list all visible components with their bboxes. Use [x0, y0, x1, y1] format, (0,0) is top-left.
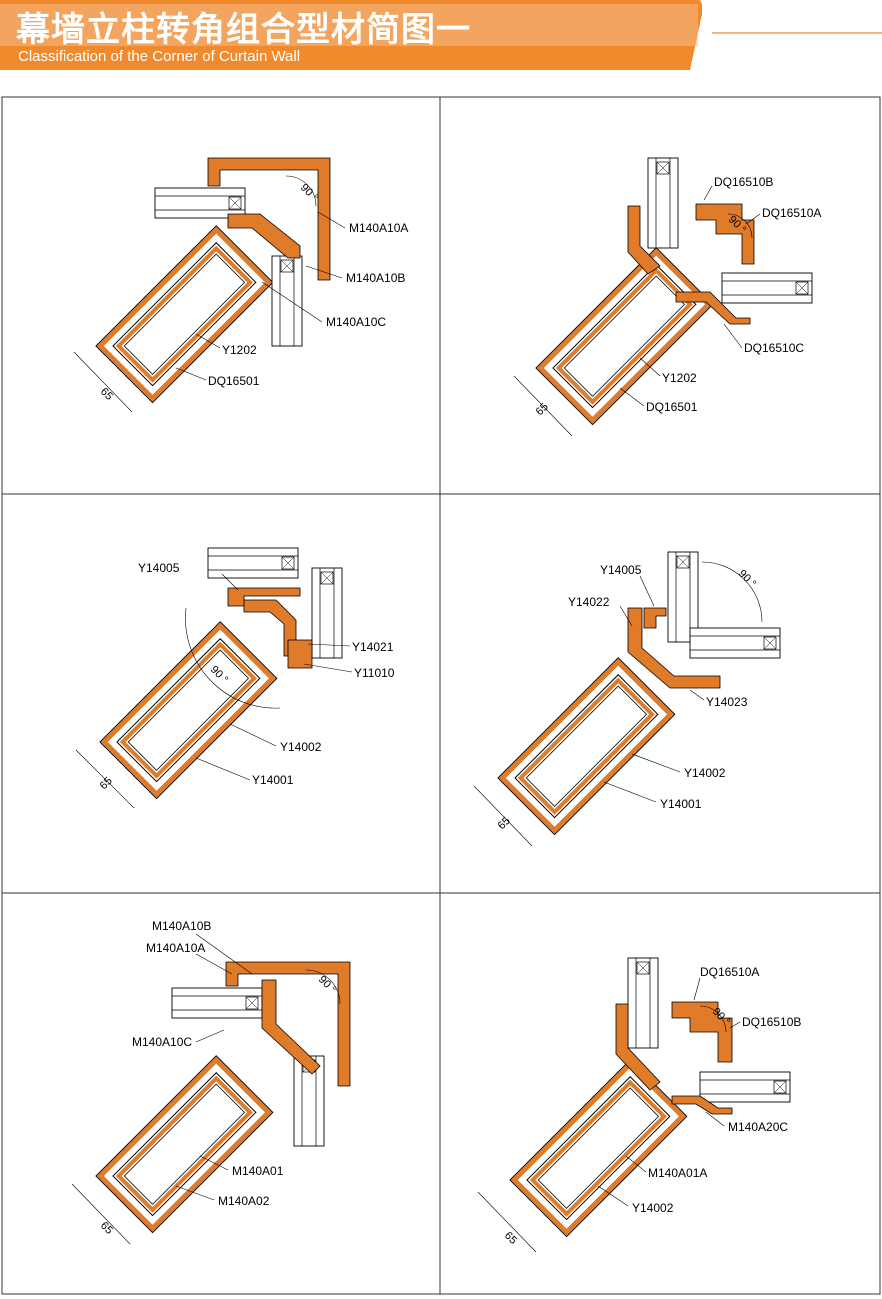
panel-4-label-3: Y14023 — [706, 695, 748, 709]
panel-3-mullion — [100, 622, 277, 799]
panel-5-label-1: M140A10B — [152, 919, 211, 933]
panel-2-dimension: 65 — [534, 401, 551, 418]
panel-1-angle: 90 ° — [298, 182, 320, 204]
panel-4-dimension: 65 — [496, 815, 513, 832]
panel-1: 90 ° M140A10A M140A10B M140A10C Y1202 DQ… — [73, 157, 408, 413]
panel-3-label-3: Y11010 — [354, 666, 395, 680]
panel-5-angle: 90 ° — [316, 974, 338, 996]
panel-1-adaptor — [227, 213, 301, 259]
outer-frame — [1, 96, 881, 1295]
panel-6-label-2: DQ16510B — [742, 1015, 801, 1029]
panel-3-clip — [287, 639, 313, 669]
panel-3: 90 ° Y14005 Y14021 Y11010 Y14002 Y14001 … — [75, 547, 395, 809]
panel-2-adaptor — [627, 205, 661, 275]
panel-6-adaptor — [615, 1003, 661, 1091]
panel-5: 90 ° M140A10B M140A10A M140A10C M140A01 … — [71, 919, 351, 1245]
panel-5-dimension: 65 — [98, 1220, 115, 1237]
diagram-grid: 90 ° M140A10A M140A10B M140A10C Y1202 DQ… — [1, 96, 881, 1295]
page-title: 幕墙立柱转角组合型材简图一 — [16, 10, 471, 50]
panel-6-glass-vertical — [627, 957, 659, 1049]
panel-2-cover — [675, 291, 751, 325]
panel-3-label-4: Y14002 — [280, 740, 322, 754]
panel-2: 90 ° DQ16510B DQ16510A DQ16510C Y1202 DQ… — [513, 157, 821, 437]
panel-3-cap — [227, 587, 301, 607]
panel-3-dimension: 65 — [98, 775, 115, 792]
panel-2-label-3: DQ16510C — [744, 341, 804, 355]
panel-2-glass-vertical — [647, 157, 679, 249]
panel-1-label-5: DQ16501 — [208, 374, 260, 388]
panel-5-label-4: M140A01 — [232, 1164, 284, 1178]
panel-6-label-1: DQ16510A — [700, 965, 759, 979]
panel-2-mullion — [536, 248, 713, 425]
panel-4-label-2: Y14022 — [568, 595, 610, 609]
panel-2-glass-horizontal — [721, 272, 813, 304]
banner-shape — [0, 0, 882, 70]
panel-4-glass-horizontal — [689, 627, 781, 659]
panel-6: 90 ° DQ16510A DQ16510B M140A20C M140A01A… — [477, 957, 801, 1253]
panel-5-corner-profile — [225, 961, 351, 1087]
panel-4: 90 ° Y14005 Y14022 Y14023 Y14002 Y14001 … — [473, 551, 781, 847]
panel-5-glass-horizontal — [171, 987, 263, 1019]
panel-5-label-2: M140A10A — [146, 941, 205, 955]
panel-2-corner-profile — [695, 203, 755, 265]
panel-4-label-5: Y14001 — [660, 797, 702, 811]
panel-4-cap — [643, 607, 667, 629]
panel-3-label-5: Y14001 — [252, 773, 294, 787]
panel-6-glass-horizontal — [699, 1071, 791, 1103]
panel-5-label-3: M140A10C — [132, 1035, 192, 1049]
panel-6-label-4: M140A01A — [648, 1166, 707, 1180]
panel-1-corner-profile — [207, 157, 331, 281]
panel-6-corner-profile — [671, 1001, 733, 1063]
panel-4-angle: 90 ° — [736, 568, 758, 590]
panel-5-adaptor — [261, 979, 321, 1075]
panel-1-label-3: M140A10C — [326, 315, 386, 329]
panel-2-label-2: DQ16510A — [762, 206, 821, 220]
header-banner: 幕墙立柱转角组合型材简图一 Classification of the Corn… — [0, 0, 882, 70]
panel-4-label-4: Y14002 — [684, 766, 726, 780]
panel-6-label-3: M140A20C — [728, 1120, 788, 1134]
panel-1-label-1: M140A10A — [349, 221, 408, 235]
panel-1-glass-horizontal — [154, 187, 246, 219]
panel-1-dimension: 65 — [98, 386, 115, 403]
panel-2-label-4: Y1202 — [662, 371, 697, 385]
panel-3-adaptor — [243, 599, 297, 657]
panel-1-glass-vertical — [271, 255, 303, 347]
panel-1-label-2: M140A10B — [346, 271, 405, 285]
panel-6-label-5: Y14002 — [632, 1201, 674, 1215]
panel-2-label-1: DQ16510B — [714, 175, 773, 189]
panel-4-mullion — [498, 658, 675, 835]
panel-1-label-4: Y1202 — [222, 343, 257, 357]
panel-3-label-1: Y14005 — [138, 561, 180, 575]
panel-2-label-5: DQ16501 — [646, 400, 698, 414]
panel-3-label-2: Y14021 — [352, 640, 394, 654]
page-subtitle: Classification of the Corner of Curtain … — [18, 48, 301, 65]
panel-5-label-5: M140A02 — [218, 1194, 270, 1208]
panel-4-label-1: Y14005 — [600, 563, 642, 577]
panel-6-cover — [671, 1095, 733, 1115]
panel-4-adaptor — [627, 607, 721, 689]
panel-3-glass-horizontal — [207, 547, 299, 579]
